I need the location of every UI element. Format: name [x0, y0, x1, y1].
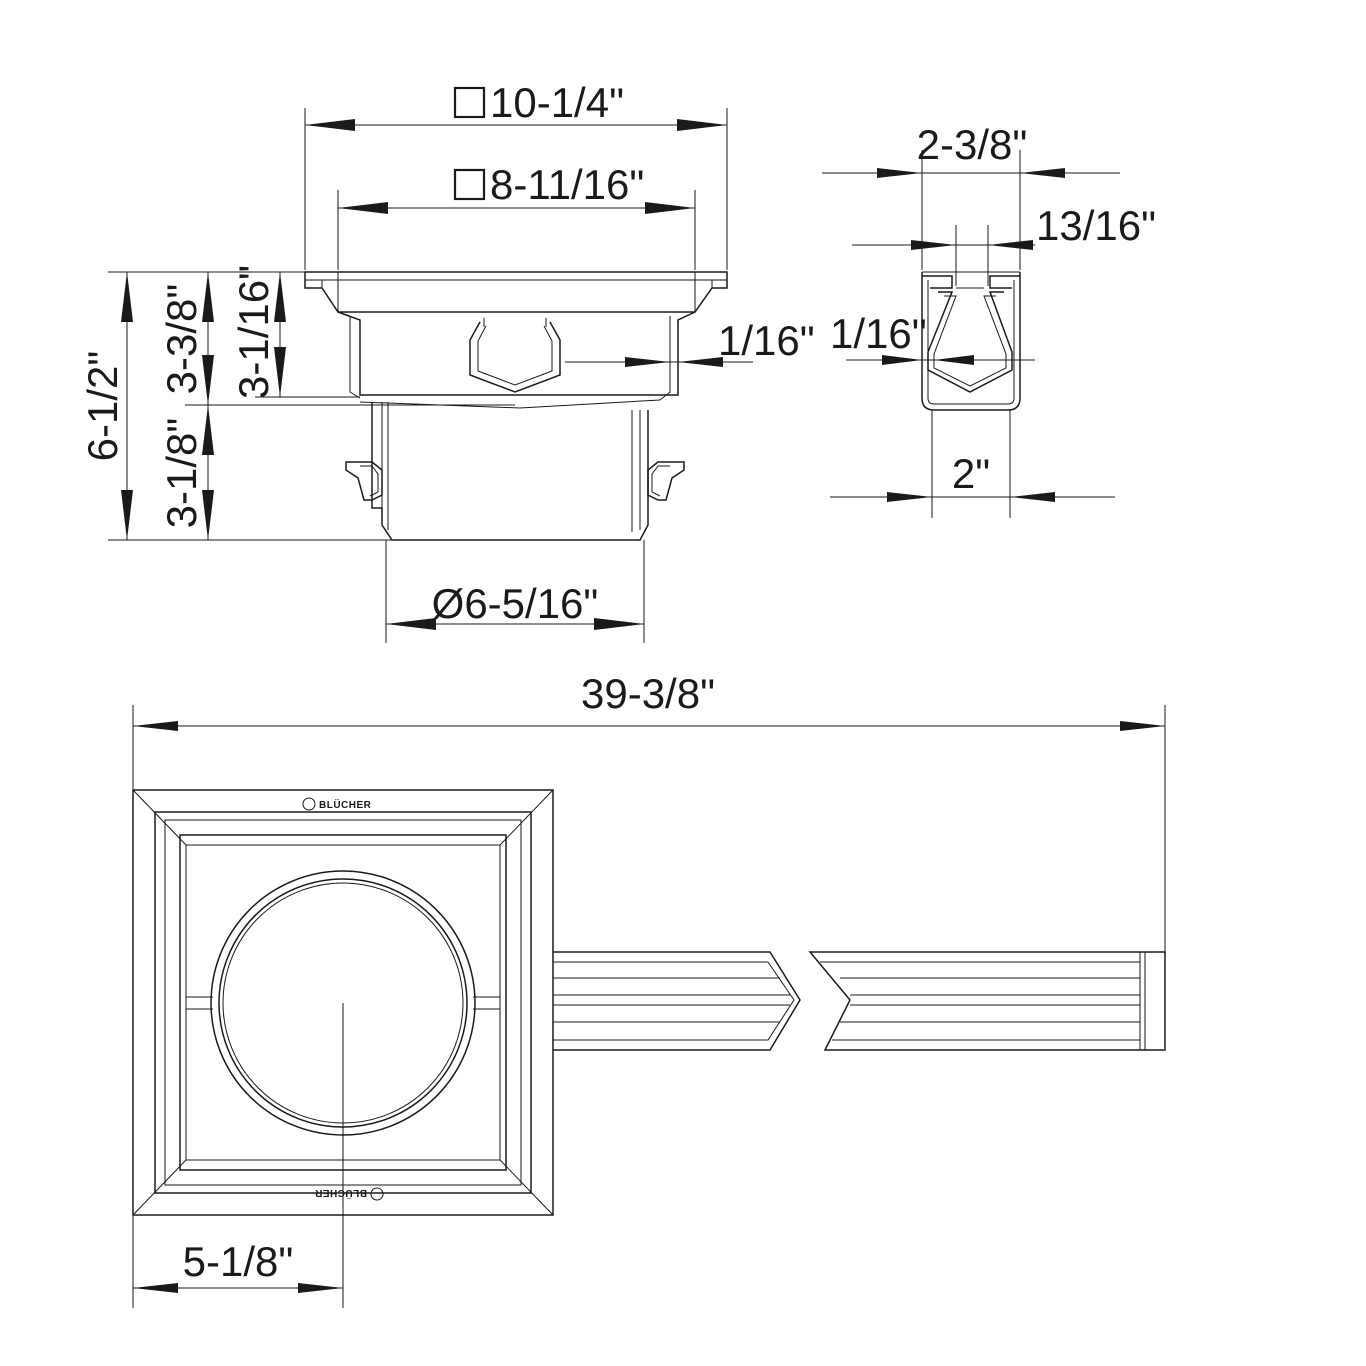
brand-logo-bottom: BLÜCHER — [314, 1187, 384, 1201]
channel-section: 2-3/8" 13/16" 1/16" 2" — [822, 121, 1156, 518]
plan-view: BLÜCHER BLÜCHER 39-3/8" 5-1/8" — [132, 670, 1166, 1308]
brand-logo-top: BLÜCHER — [302, 797, 372, 811]
dim-upper-height-inner: 3-1/16" — [230, 265, 277, 399]
dim-channel-wall-offset: 1/16" — [830, 310, 927, 357]
dim-channel-outer-width: 2-3/8" — [917, 121, 1028, 168]
dim-side-outer-width: 10-1/4" — [490, 79, 624, 126]
side-view: 10-1/4" 8-11/16" 6-1/2" 3-3/8" 3-1/8" — [79, 79, 815, 643]
dim-upper-height: 3-3/8" — [158, 284, 205, 395]
dim-total-length: 39-3/8" — [581, 670, 715, 717]
dim-total-height: 6-1/2" — [79, 351, 126, 462]
dim-center-offset: 5-1/8" — [183, 1238, 294, 1285]
dim-channel-slot-width: 13/16" — [1036, 202, 1156, 249]
svg-text:BLÜCHER: BLÜCHER — [314, 1187, 367, 1200]
dim-outlet-diameter: Ø6-5/16" — [432, 580, 599, 627]
dim-side-wall-offset: 1/16" — [718, 317, 815, 364]
svg-text:BLÜCHER: BLÜCHER — [319, 798, 372, 811]
dim-lower-height: 3-1/8" — [158, 418, 205, 529]
dim-channel-body-width: 2" — [952, 450, 990, 497]
dim-side-inner-width: 8-11/16" — [490, 161, 644, 208]
